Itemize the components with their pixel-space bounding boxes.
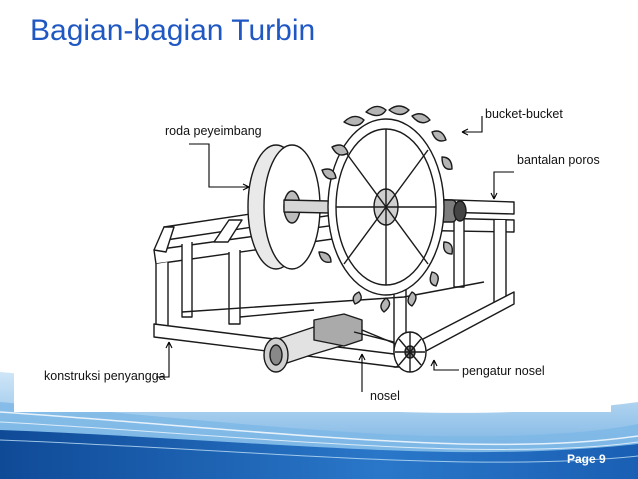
label-bantalan-poros: bantalan poros	[517, 153, 600, 167]
slide-title: Bagian-bagian Turbin	[30, 14, 316, 47]
label-roda-peyeimbang: roda peyeimbang	[165, 124, 262, 138]
pelton-turbine-diagram	[153, 105, 515, 392]
label-pengatur-nosel: pengatur nosel	[462, 364, 545, 378]
label-nosel: nosel	[370, 389, 400, 403]
label-konstruksi-penyangga: konstruksi penyangga	[44, 369, 166, 383]
diagram-panel	[14, 92, 611, 412]
label-bucket-bucket: bucket-bucket	[485, 107, 563, 121]
page-number: Page 9	[567, 452, 606, 466]
